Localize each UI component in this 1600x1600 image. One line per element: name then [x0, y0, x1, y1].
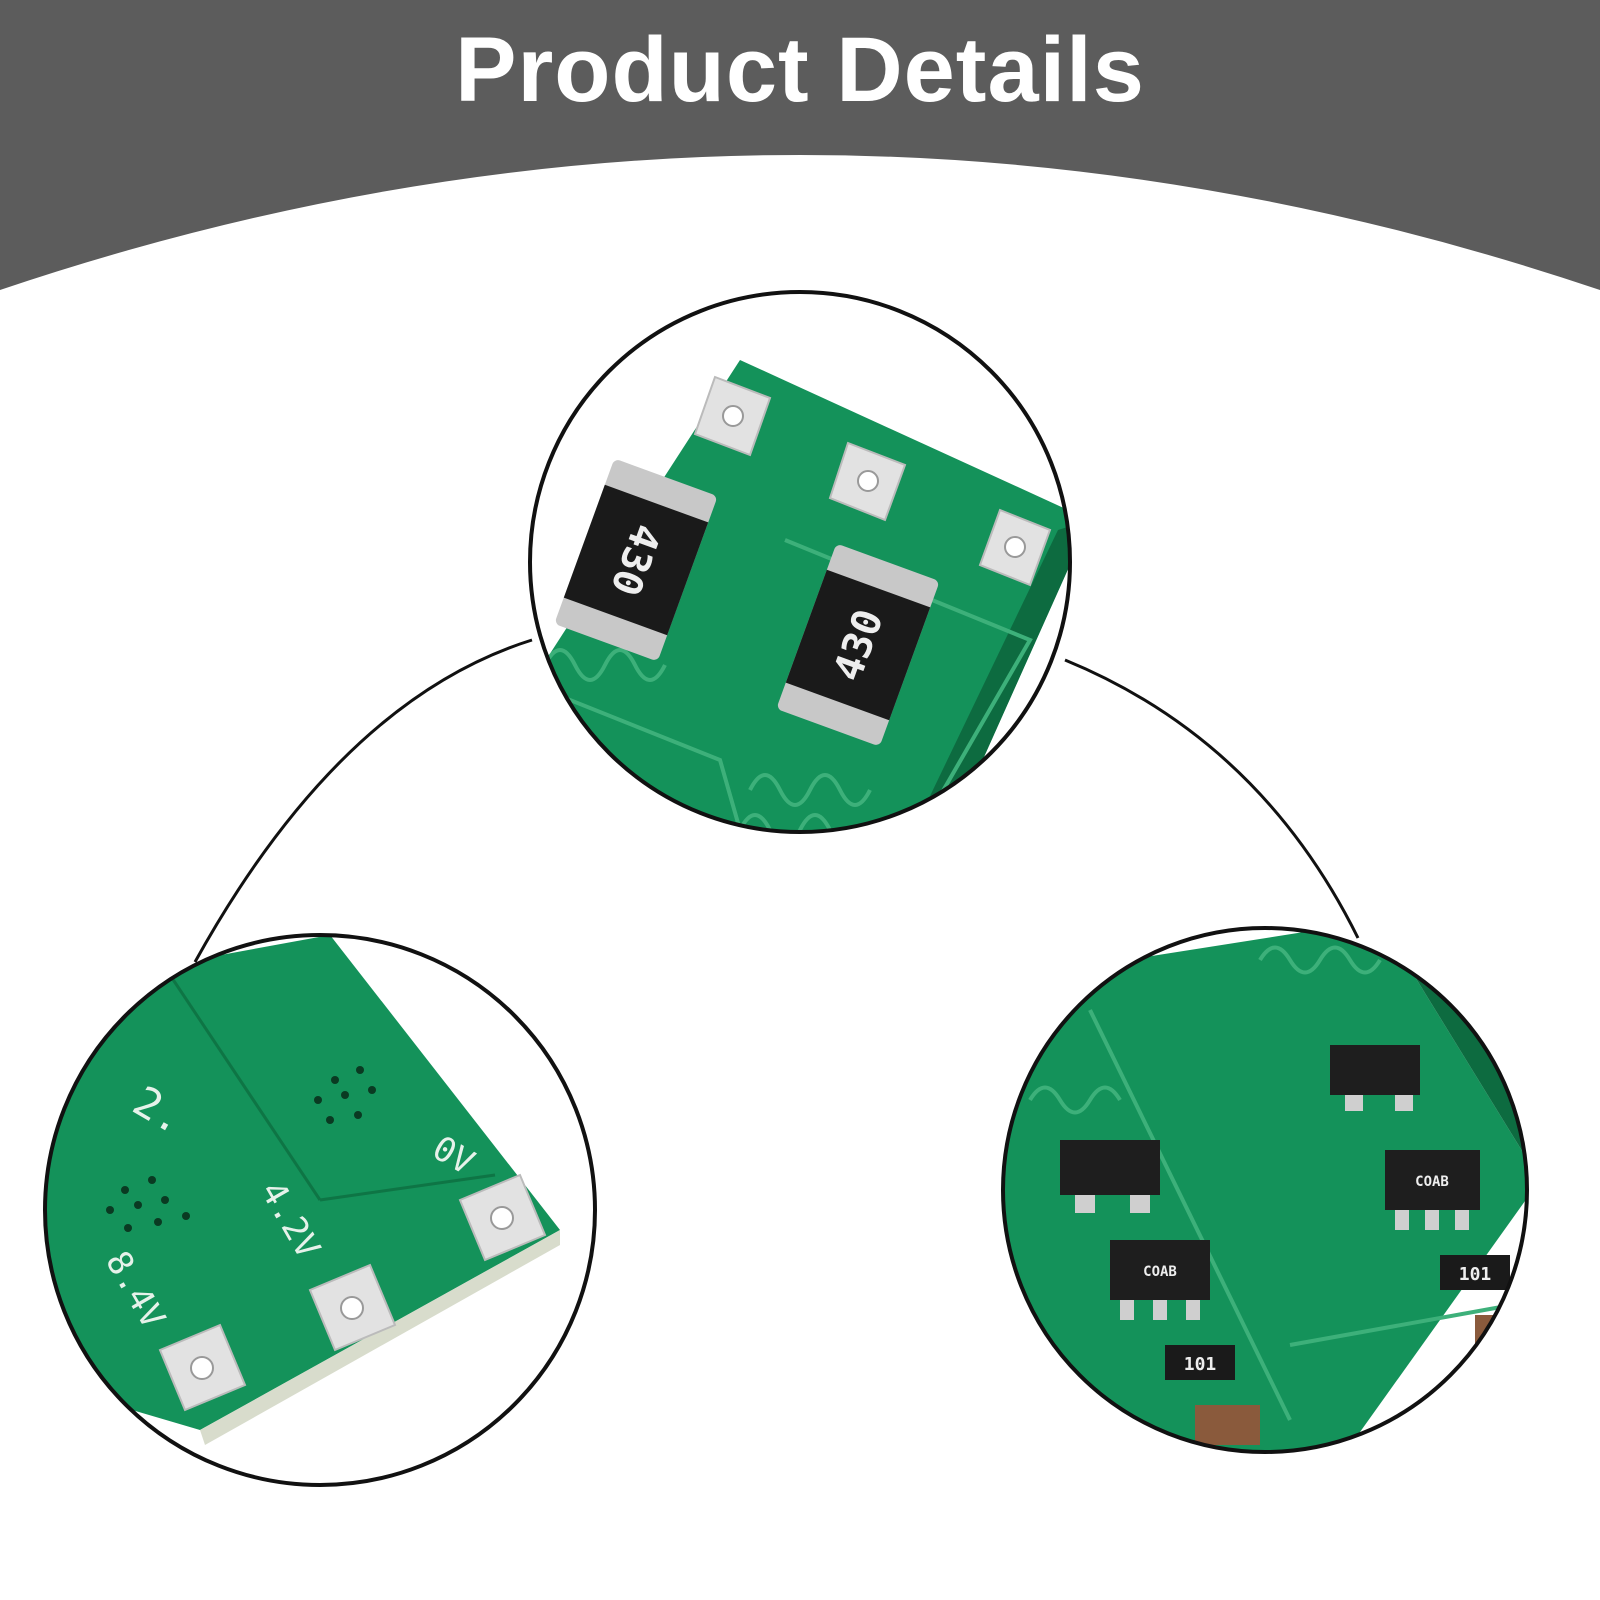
connector-arc: [193, 638, 533, 963]
smd-resistor: 101: [1165, 1345, 1235, 1380]
page-title: Product Details: [455, 19, 1145, 121]
ic-chip: COAB: [1110, 1240, 1210, 1320]
chip-marking: COAB: [1415, 1174, 1449, 1190]
ic-chip: [1330, 1045, 1420, 1111]
smd-capacitor: [1195, 1405, 1260, 1445]
resistor-marking: 101: [1184, 1354, 1217, 1375]
resistor-1: 430: [555, 460, 717, 660]
header-banner: [0, 0, 1600, 290]
ic-chip: COAB: [1385, 1150, 1480, 1230]
detail-top-magnifier: 430 430: [528, 290, 1072, 834]
resistor-2: 430: [777, 545, 939, 745]
chip-marking: COAB: [1143, 1264, 1177, 1280]
connector-arc: [1064, 658, 1360, 939]
detail-left-magnifier: 2. 0V 4.2V 8.4V: [43, 933, 597, 1487]
resistor-marking: 101: [1459, 1264, 1492, 1285]
ic-chip: [1060, 1140, 1160, 1213]
smd-resistor: 101: [1440, 1255, 1510, 1290]
detail-right-magnifier: COAB 101 COAB: [1001, 926, 1529, 1454]
